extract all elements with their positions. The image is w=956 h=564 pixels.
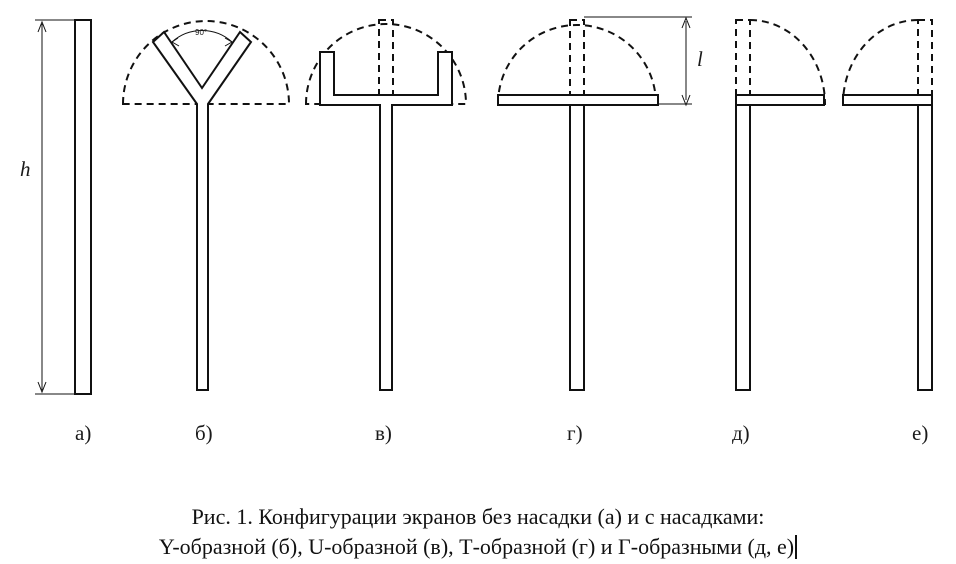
dimension-l-label: l xyxy=(697,47,703,71)
panel-e-g-screen-left xyxy=(841,19,933,391)
dimension-h-label: h xyxy=(20,157,31,181)
caption-line-1: Рис. 1. Конфигурации экранов без насадки… xyxy=(191,504,765,529)
panel-a-screen xyxy=(35,19,92,395)
panel-d-g-screen-right xyxy=(735,19,827,391)
text-cursor xyxy=(795,535,798,559)
panel-b-y-screen xyxy=(121,20,291,391)
panel-label-v: в) xyxy=(375,421,392,445)
figure-caption: Рис. 1. Конфигурации экранов без насадки… xyxy=(0,502,956,562)
panel-label-g: г) xyxy=(567,421,583,445)
caption-line-2-wrap: Y-образной (б), U-образной (в), Т-образн… xyxy=(0,532,956,562)
angle-label: 90° xyxy=(195,28,207,37)
height-dimension xyxy=(37,20,47,394)
panel-label-a: а) xyxy=(75,421,91,445)
panel-g-t-screen xyxy=(496,16,692,391)
length-dimension xyxy=(681,16,691,107)
panel-label-b: б) xyxy=(195,421,213,445)
panel-v-u-screen xyxy=(304,19,468,391)
screen-configurations-figure: h l 90° а) б) в) г) д) е) xyxy=(20,16,933,445)
panel-label-d: д) xyxy=(732,421,750,445)
caption-line-2: Y-образной (б), U-образной (в), Т-образн… xyxy=(158,534,795,559)
panel-label-e: е) xyxy=(912,421,928,445)
